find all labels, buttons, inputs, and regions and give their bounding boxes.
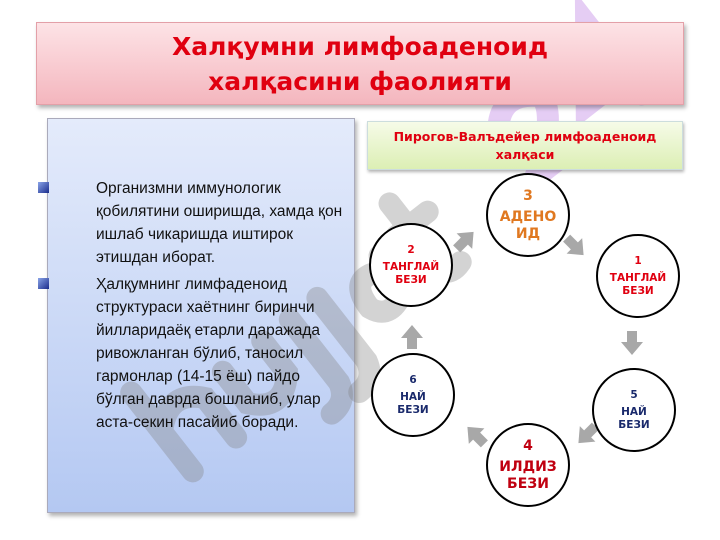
circle-number: 1 [634, 254, 642, 267]
arrow-icon [456, 224, 482, 249]
diagram-subtitle: Пирогов-Валъдейер лимфоаденоид халқаси [367, 121, 683, 170]
circle-label: ТАНГЛАЙ БЕЗИ [609, 271, 667, 297]
circle-tube-5: 5 НАЙ БЕЗИ [592, 368, 676, 452]
circle-lingual-4: 4 ИЛДИЗ БЕЗИ [486, 423, 570, 507]
bullet-text: Организмни иммунологик қобилятини ошириш… [96, 180, 343, 266]
circle-number: 6 [409, 373, 417, 386]
circle-tube-6: 6 НАЙ БЕЗИ [371, 353, 455, 437]
bullet-item: Ҳалқумнинг лимфаденоид структураси хаётн… [38, 273, 350, 434]
text-panel: Организмни иммунологик қобилятини ошириш… [38, 118, 355, 513]
circle-label: АДЕНО ИД [499, 208, 557, 242]
circle-label: ТАНГЛАЙ БЕЗИ [382, 260, 440, 286]
arrow-icon [570, 426, 596, 451]
circle-tonsil-2: 2 ТАНГЛАЙ БЕЗИ [369, 223, 453, 307]
circle-adenoid: 3 АДЕНО ИД [486, 173, 570, 257]
circle-label: НАЙ БЕЗИ [618, 405, 650, 431]
circle-number: 3 [523, 187, 533, 204]
circle-number: 4 [523, 437, 533, 454]
bullet-icon [38, 278, 49, 289]
circle-tonsil-1: 1 ТАНГЛАЙ БЕЗИ [596, 234, 680, 318]
arrow-icon [621, 331, 643, 355]
bullet-text: Ҳалқумнинг лимфаденоид структураси хаётн… [96, 276, 321, 431]
bullet-item: Организмни иммунологик қобилятини ошириш… [38, 177, 350, 269]
slide-title: Халқумни лимфоаденоид халқасини фаолияти [36, 22, 684, 105]
arrow-icon [459, 419, 485, 444]
circle-label: НАЙ БЕЗИ [397, 390, 429, 416]
circle-label: ИЛДИЗ БЕЗИ [499, 458, 557, 492]
arrow-icon [566, 238, 592, 263]
bullet-icon [38, 182, 49, 193]
circle-number: 2 [407, 243, 415, 256]
circle-number: 5 [630, 388, 638, 401]
arrow-icon [401, 325, 423, 338]
